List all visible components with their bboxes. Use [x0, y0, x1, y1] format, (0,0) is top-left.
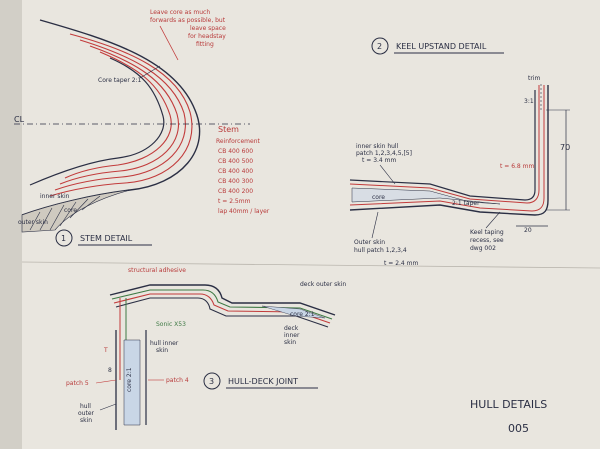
- hdj-hull-outer-2: outer: [78, 410, 95, 417]
- keel-outer-note-2: hull patch 1,2,3,4: [354, 247, 407, 254]
- stem-spec-line-7: t = 2.5mm: [218, 198, 251, 205]
- title-block: HULL DETAILS 005: [470, 398, 547, 435]
- stem-cl-label: CL: [14, 115, 25, 124]
- hdj-deck-inner-1: deck: [284, 325, 299, 332]
- hdj-deck-red-ply: [113, 293, 331, 324]
- keel-outer-note-leader: [371, 211, 379, 239]
- keel-taping-note-3: dwg 002: [470, 245, 496, 252]
- stem-note-line-4: for headstay: [188, 33, 226, 40]
- hdj-number-circle: [203, 372, 221, 390]
- hdj-deck-outer-label: deck outer skin: [300, 281, 346, 288]
- keel-trim-label: trim: [528, 75, 540, 82]
- stem-reinforcement-4: [64, 51, 172, 179]
- keel-ratio-label: 3:1: [524, 98, 534, 105]
- keel-detail-number: 2: [377, 42, 382, 51]
- stem-detail-number-circle: [55, 229, 73, 247]
- hdj-patch4-label: patch 4: [166, 377, 189, 384]
- keel-dim-20: 20: [524, 227, 532, 234]
- stem-core-label: core: [64, 207, 77, 214]
- keel-taping-note-1: Keel taping: [470, 229, 504, 236]
- hdj-mark-t: T: [103, 347, 108, 354]
- hdj-sonic-label: Sonic X53: [156, 321, 186, 328]
- stem-note-line-5: fitting: [196, 41, 214, 48]
- keel-laminate-inner: [349, 90, 536, 201]
- hdj-hull-core-label: core 2:1: [126, 367, 133, 392]
- keel-taping-note-2: recess, see: [470, 237, 504, 244]
- stem-note-line-1: Leave core as much: [150, 9, 210, 16]
- hdj-hull-outer-3: skin: [80, 417, 92, 424]
- keel-outer-note-3: t = 2.4 mm: [384, 260, 418, 267]
- paper-shadow-left: [0, 0, 22, 449]
- hdj-hull-outer-1: hull: [80, 403, 91, 410]
- keel-red-ply-2: [349, 85, 545, 212]
- sheet-fold-line: [21, 261, 600, 269]
- keel-dim-70: 70: [560, 143, 570, 152]
- hdj-deck-inner-line: [115, 297, 329, 328]
- hdj-structural-adhesive-label: structural adhesive: [128, 267, 186, 274]
- hdj-patch5-label: patch 5: [66, 380, 89, 387]
- hdj-deck-outer-line: [109, 284, 336, 316]
- title-block-title: HULL DETAILS: [470, 398, 547, 411]
- keel-inner-note-2: patch 1,2,3,4,5,[5]: [356, 150, 412, 157]
- stem-spec-line-1: Reinforcement: [216, 138, 261, 145]
- keel-taping-leader: [485, 211, 501, 229]
- keel-red-ply-1: [349, 85, 540, 204]
- stem-note-leader: [159, 25, 179, 61]
- hdj-deck-core: [261, 305, 326, 319]
- stem-core-hatch: [29, 195, 101, 231]
- hdj-patch5-leader: [95, 379, 117, 384]
- stem-note-line-2: forwards as possible, but: [150, 17, 226, 24]
- hdj-deck-inner-2: inner: [284, 332, 300, 339]
- stem-reinforcement-3: [59, 45, 179, 185]
- title-block-number: 005: [508, 422, 529, 435]
- stem-spec-title: Stem: [218, 125, 239, 134]
- hdj-title: HULL-DECK JOINT: [228, 377, 298, 386]
- stem-inner-skin-line: [29, 57, 165, 186]
- keel-detail-number-circle: [371, 37, 389, 55]
- stem-note-line-3: leave space: [190, 25, 226, 32]
- keel-upstand-detail: 2 KEEL UPSTAND DETAIL core 2:1 taper tri…: [349, 37, 570, 267]
- keel-laminate-outer: [349, 85, 549, 216]
- stem-spec-line-5: CB 400 300: [218, 178, 253, 185]
- keel-core-region: [351, 187, 501, 205]
- keel-inner-note-1: inner skin hull: [356, 143, 399, 150]
- hdj-deck-inner-3: skin: [284, 339, 296, 346]
- stem-spec-line-6: CB 400 200: [218, 188, 253, 195]
- stem-spec-line-3: CB 400 500: [218, 158, 253, 165]
- stem-reinforcement-2: [54, 39, 186, 191]
- stem-core-taper-label: Core taper 2:1: [98, 77, 142, 84]
- hdj-mark-8: 8: [108, 367, 112, 374]
- keel-detail-title: KEEL UPSTAND DETAIL: [396, 42, 487, 51]
- stem-outer-skin-label: outer skin: [18, 219, 48, 226]
- hull-deck-joint: structural adhesive deck outer skin core…: [21, 261, 600, 430]
- stem-detail-title: STEM DETAIL: [80, 234, 133, 243]
- hdj-hull-inner-2: skin: [156, 347, 168, 354]
- stem-detail-number: 1: [61, 234, 66, 243]
- hdj-core-ratio-label: core 2:1: [290, 311, 315, 318]
- hdj-hull-core: [123, 339, 141, 426]
- hdj-hull-inner-1: hull inner: [150, 340, 179, 347]
- hdj-number: 3: [209, 377, 214, 386]
- hdj-deck-green-ply: [111, 289, 333, 320]
- stem-inner-skin-label: inner skin: [40, 193, 70, 200]
- stem-detail: CL Leave core as much forwards as possib…: [14, 9, 270, 247]
- stem-reinforcement-1: [49, 33, 193, 197]
- stem-spec-line-2: CB 400 600: [218, 148, 253, 155]
- stem-spec-line-4: CB 400 400: [218, 168, 253, 175]
- keel-core-label: core: [372, 194, 385, 201]
- keel-thickness-label: t = 6.8 mm: [500, 163, 534, 170]
- stem-core-taper-leader: [139, 65, 161, 79]
- keel-inner-note-3: t = 3.4 mm: [362, 157, 396, 164]
- keel-inner-note-leader: [379, 164, 396, 185]
- keel-outer-note-1: Outer skin: [354, 239, 385, 246]
- stem-spec-line-8: lap 40mm / layer: [218, 208, 270, 215]
- keel-ratio2-label: 2:1 taper: [452, 200, 480, 207]
- hdj-hull-outer-leader: [99, 403, 117, 411]
